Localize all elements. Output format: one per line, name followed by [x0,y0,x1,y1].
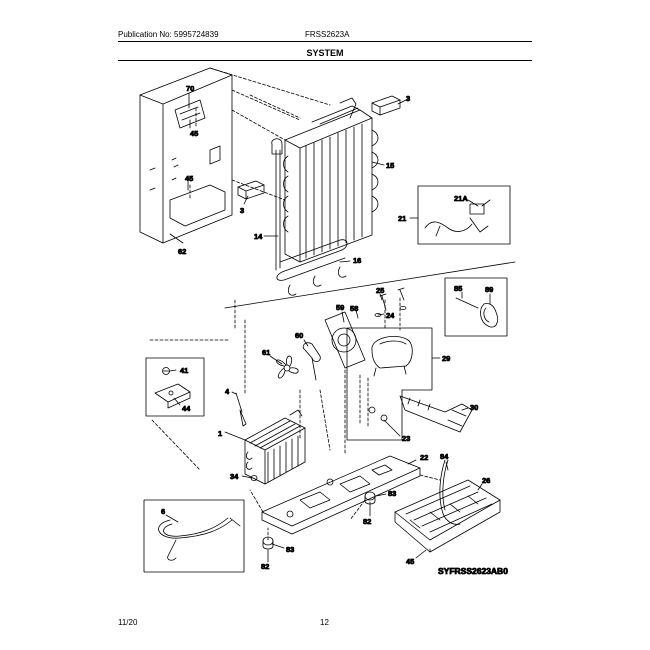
part-label-59: 59 [336,303,344,312]
title-rule [118,60,532,61]
part-label-45: 45 [406,557,414,566]
model-number: FRSS2623A [305,30,350,39]
part-label-58: 58 [350,304,358,313]
part-label-60: 60 [295,331,303,340]
part-label-23: 23 [402,434,410,443]
part-label-83: 83 [388,489,396,498]
part-label-82: 82 [363,517,371,526]
part-label-22: 22 [420,453,428,462]
part-label-4: 4 [225,387,230,396]
probe-drawing [235,392,247,427]
part-label-84: 84 [440,452,449,461]
part-label-61: 61 [262,348,270,357]
condenser-coil-drawing [244,409,306,485]
part-label-6: 6 [161,507,165,516]
part-label-44: 44 [182,404,191,413]
part-label-62: 62 [178,247,186,256]
wire-tie-box [444,277,508,337]
footer-date: 11/20 [118,618,138,627]
part-label-3: 3 [406,94,410,103]
section-title: SYSTEM [306,48,344,58]
part-label-21: 21 [398,214,406,223]
label-leaders [165,92,491,563]
part-label-21a: 21A [454,194,468,203]
header-rule [118,41,532,42]
publication-number: Publication No: 5995724839 [118,30,219,39]
power-cord-box [143,499,245,573]
fan-blade-drawing [276,355,299,379]
lower-assembly-lines [149,297,441,553]
part-label-15: 15 [386,161,394,170]
part-label-30: 30 [470,403,478,412]
part-label-70: 70 [186,84,194,93]
part-label-83: 83 [286,545,294,554]
screw-drawing [374,287,407,317]
part-label-82: 82 [261,562,269,571]
grommet-drawing [250,475,376,550]
drain-pan-drawing [394,459,501,553]
part-label-24: 24 [386,311,395,320]
part-label-3: 3 [240,206,244,215]
foam-block-drawing [237,95,401,200]
page-number: 12 [320,618,329,627]
part-label-45: 45 [185,174,193,183]
thermistor-box [417,185,511,245]
part-label-85: 85 [454,284,462,293]
drain-tube-drawing [399,395,473,433]
evaporator-drawing [283,97,379,263]
part-label-16: 16 [353,256,361,265]
part-label-89: 89 [485,285,493,294]
part-label-14: 14 [254,232,263,241]
compressor-box [346,327,433,441]
upper-assembly-lines [189,67,331,201]
part-label-26: 26 [482,476,490,485]
part-label-25: 25 [376,286,384,295]
machine-compartment-base [261,455,421,535]
part-label-45: 45 [190,129,198,138]
part-label-41: 41 [180,366,188,375]
defrost-heater-drawing [271,138,348,296]
part-label-34: 34 [230,472,239,481]
section-separator [224,261,516,309]
diagram-code: SYFRSS2623AB0 [438,566,508,576]
fan-shroud-drawing [302,311,366,381]
part-label-1: 1 [218,429,222,438]
cabinet-liner-drawing [139,67,233,244]
part-label-29: 29 [442,354,450,363]
relay-box [145,357,205,417]
